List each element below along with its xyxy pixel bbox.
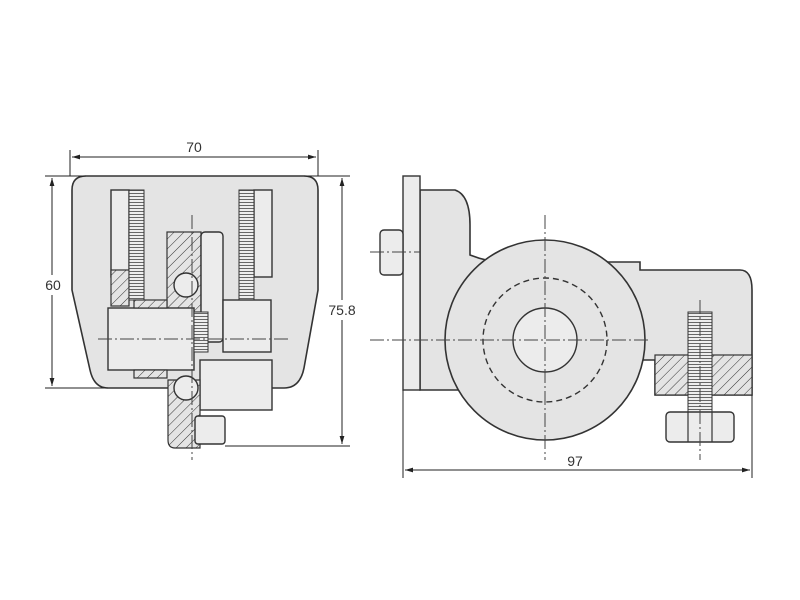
dim-front-width: 70 xyxy=(186,139,202,155)
dim-overall-height: 75.8 xyxy=(328,302,355,318)
front-view xyxy=(71,175,319,460)
dim-side-length: 97 xyxy=(567,453,583,469)
side-view xyxy=(370,175,753,460)
dim-front-height: 60 xyxy=(45,277,61,293)
